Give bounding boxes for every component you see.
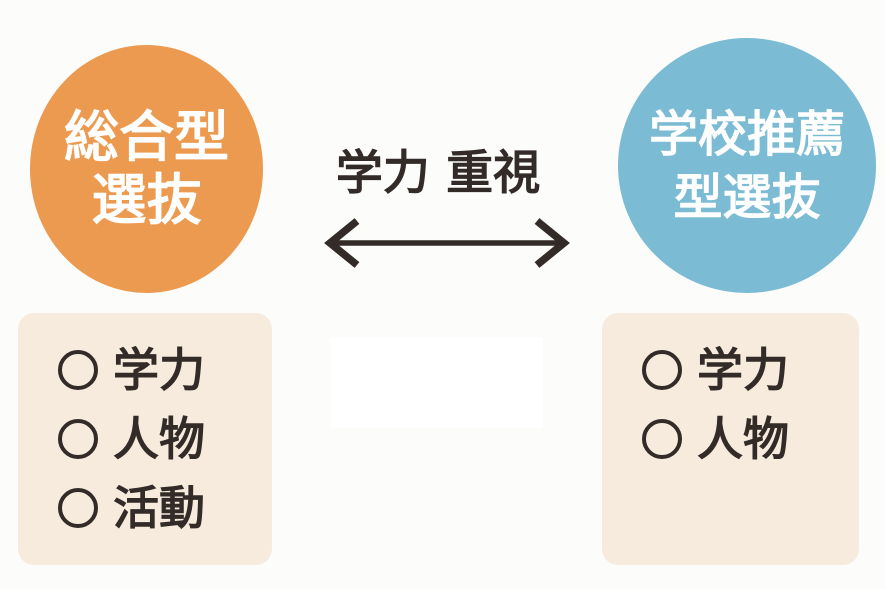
item-label: 学力 bbox=[113, 343, 205, 397]
school-recommendation-panel: 学力 人物 bbox=[602, 313, 859, 565]
white-rectangle bbox=[330, 337, 543, 428]
list-item: 学力 bbox=[642, 339, 859, 401]
list-item: 人物 bbox=[58, 408, 272, 470]
school-recommendation-label-line1: 学校推薦 bbox=[648, 105, 845, 163]
comprehensive-selection-circle: 総合型 選抜 bbox=[30, 45, 263, 293]
item-label: 活動 bbox=[113, 481, 205, 535]
circle-marker-icon bbox=[58, 488, 98, 528]
comprehensive-selection-panel: 学力 人物 活動 bbox=[18, 313, 272, 565]
school-recommendation-label-line2: 型選抜 bbox=[673, 168, 821, 226]
list-item: 活動 bbox=[58, 477, 272, 539]
bidirectional-arrow-icon bbox=[322, 216, 572, 270]
item-label: 人物 bbox=[697, 412, 789, 466]
item-label: 学力 bbox=[697, 343, 789, 397]
circle-marker-icon bbox=[58, 350, 98, 390]
school-recommendation-circle: 学校推薦 型選抜 bbox=[618, 38, 876, 293]
circle-marker-icon bbox=[58, 419, 98, 459]
academic-emphasis-label: 学力 重視 bbox=[335, 146, 541, 201]
item-label: 人物 bbox=[113, 412, 205, 466]
list-item: 学力 bbox=[58, 339, 272, 401]
comprehensive-selection-label-line2: 選抜 bbox=[91, 168, 202, 232]
circle-marker-icon bbox=[642, 419, 682, 459]
circle-marker-icon bbox=[642, 350, 682, 390]
comprehensive-selection-label-line1: 総合型 bbox=[63, 105, 229, 169]
list-item: 人物 bbox=[642, 408, 859, 470]
